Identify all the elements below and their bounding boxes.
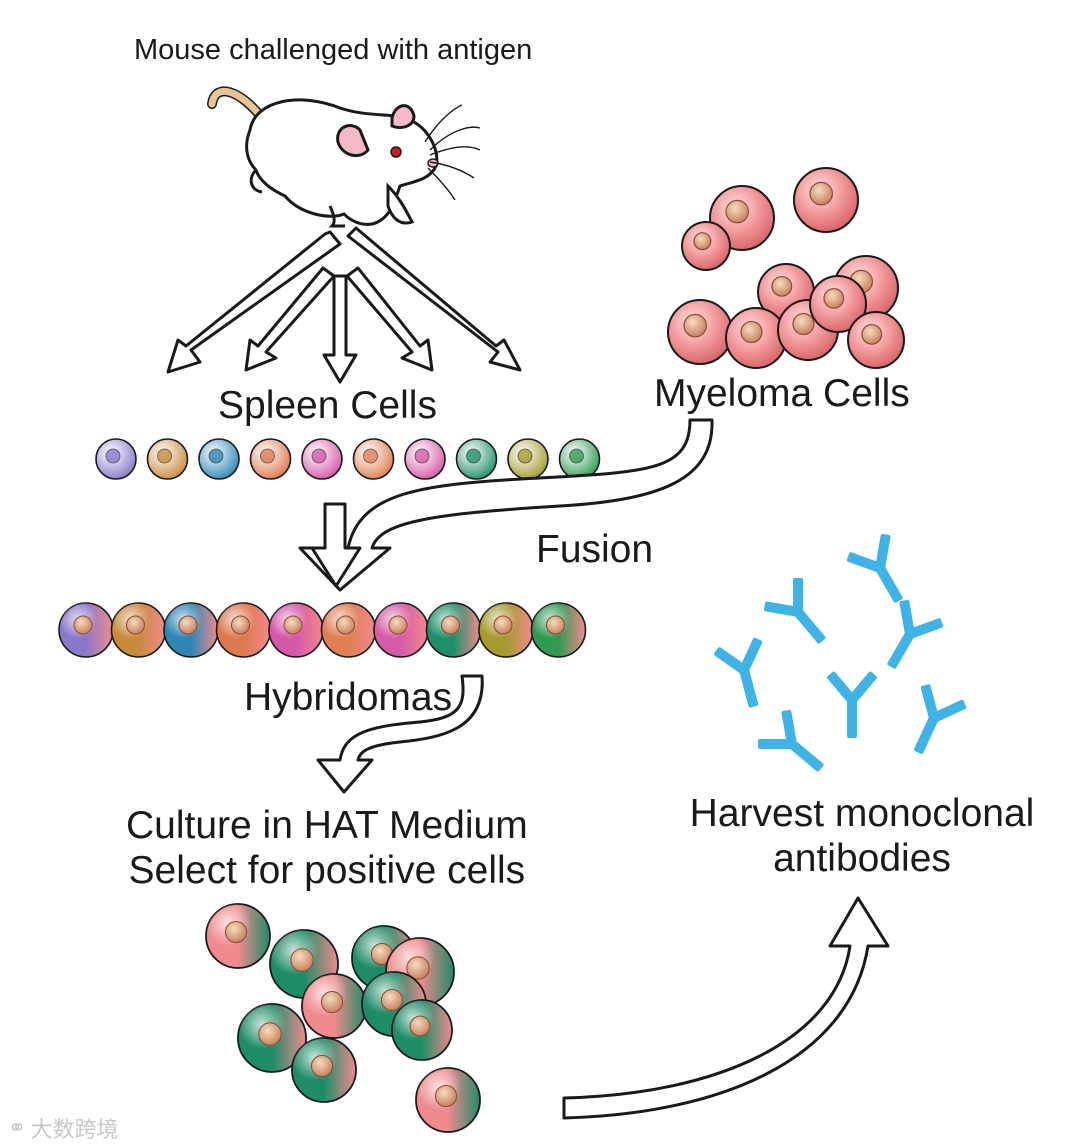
myeloma-cell bbox=[725, 307, 787, 369]
mouse-illustration bbox=[207, 86, 481, 228]
culture-label-line2: Select for positive cells bbox=[128, 848, 526, 892]
spleen-cell bbox=[95, 438, 137, 480]
myeloma-cell bbox=[809, 275, 867, 333]
arrow-right-mid bbox=[345, 266, 434, 372]
spleen-cells-label: Spleen Cells bbox=[218, 384, 437, 427]
watermark: ⚭ 大数跨境 bbox=[8, 1112, 118, 1144]
selected-cell bbox=[361, 971, 427, 1037]
selected-cell bbox=[415, 1067, 481, 1133]
arrow-left-mid bbox=[244, 266, 336, 372]
hybridoma-cell bbox=[425, 602, 482, 658]
hybridomas-label: Hybridomas bbox=[244, 676, 453, 719]
selected-cell bbox=[205, 903, 271, 969]
logo-icon: ⚭ bbox=[8, 1115, 27, 1140]
hybridoma-cell bbox=[373, 602, 429, 658]
myeloma-cell bbox=[667, 299, 733, 365]
fusion-arrow bbox=[298, 418, 714, 592]
myeloma-cell bbox=[847, 311, 905, 369]
harvest-arrow bbox=[562, 896, 890, 1120]
spleen-arrows bbox=[166, 226, 522, 384]
spleen-cell bbox=[352, 438, 395, 480]
mouse-label: Mouse challenged with antigen bbox=[134, 34, 533, 66]
myeloma-cell bbox=[793, 167, 859, 233]
spleen-cell bbox=[301, 438, 343, 480]
hybridoma-cell bbox=[215, 602, 272, 658]
hybridoma-cell bbox=[110, 602, 167, 658]
myeloma-cell bbox=[681, 221, 731, 271]
spleen-down-arrow bbox=[310, 502, 362, 588]
spleen-cell bbox=[455, 438, 498, 480]
antibody-icon bbox=[846, 533, 903, 603]
harvest-label: Harvest monoclonal antibodies bbox=[676, 792, 1048, 882]
hybridoma-cell bbox=[268, 602, 324, 658]
antibody-icon bbox=[714, 637, 763, 708]
myeloma-cells-label: Myeloma Cells bbox=[654, 372, 910, 415]
spleen-cell-row bbox=[95, 438, 601, 480]
antibody-icon bbox=[758, 709, 824, 772]
selection-arrow bbox=[316, 674, 484, 794]
selected-cell bbox=[301, 973, 367, 1039]
watermark-text: 大数跨境 bbox=[30, 1117, 119, 1142]
hybridoma-row bbox=[58, 602, 587, 658]
spleen-cell bbox=[198, 438, 240, 480]
harvest-label-line1: Harvest monoclonal bbox=[689, 792, 1035, 835]
spleen-cell bbox=[404, 438, 446, 480]
arrow-right-far bbox=[346, 226, 522, 372]
hybridoma-cell bbox=[478, 602, 534, 658]
hybridoma-cell bbox=[58, 602, 114, 658]
spleen-cell bbox=[249, 438, 292, 480]
harvest-label-line2: antibodies bbox=[773, 836, 951, 880]
arrow-left-far bbox=[166, 230, 342, 374]
spleen-cell bbox=[146, 438, 189, 480]
hybridoma-cell bbox=[320, 602, 377, 658]
antibody-icon bbox=[914, 684, 967, 754]
antibody-icon bbox=[887, 599, 944, 669]
spleen-cell bbox=[507, 438, 549, 480]
antibody-cluster bbox=[714, 533, 967, 772]
culture-label: Culture in HAT Medium Select for positiv… bbox=[126, 804, 528, 894]
spleen-cell bbox=[558, 438, 601, 480]
hybridoma-cell bbox=[530, 602, 587, 658]
fusion-label: Fusion bbox=[536, 528, 654, 571]
culture-label-line1: Culture in HAT Medium bbox=[126, 804, 528, 847]
selected-cell bbox=[291, 1037, 357, 1103]
selected-cell bbox=[237, 1003, 307, 1073]
selected-cell-cluster bbox=[205, 903, 481, 1133]
myeloma-cells bbox=[667, 167, 905, 369]
arrow-center bbox=[322, 274, 358, 384]
selected-cell bbox=[391, 999, 453, 1061]
antibody-icon bbox=[827, 671, 877, 738]
antibody-icon bbox=[763, 578, 826, 644]
hybridoma-cell bbox=[163, 602, 219, 658]
